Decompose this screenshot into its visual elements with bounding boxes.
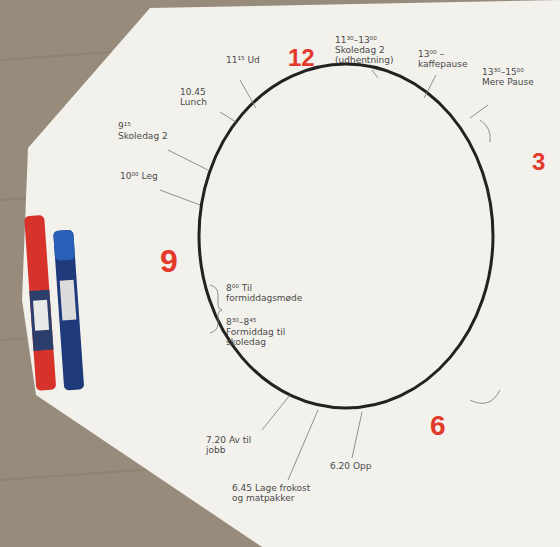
schedule-note: 8³⁰–8⁴⁵ Formiddag til skoledag — [226, 318, 296, 348]
leader-lines — [160, 70, 500, 480]
clock-numeral: 9 — [160, 245, 178, 277]
schedule-note: 10.45 Lunch — [180, 88, 228, 108]
schedule-note: 11³⁰–13⁰⁰ Skoledag 2 (udhentning) — [335, 36, 413, 66]
schedule-note: 13⁰⁰ – kaffepause — [418, 50, 478, 70]
schedule-note: 6.20 Opp — [330, 462, 374, 472]
clock-numeral: 3 — [532, 150, 545, 174]
schedule-note: 8⁰⁰ Til formiddagsmøde — [226, 284, 300, 304]
red-pen — [24, 215, 56, 391]
schedule-note: 6.45 Lage frokost og matpakker — [232, 484, 312, 504]
blue-pen — [53, 230, 84, 391]
schedule-note: 11¹⁵ Ud — [226, 56, 266, 66]
clock-circle — [199, 64, 493, 408]
clock-numeral: 6 — [430, 412, 446, 440]
schedule-note: 10⁰⁰ Leg — [120, 172, 164, 182]
schedule-note: 9¹⁵ Skoledag 2 — [118, 122, 174, 142]
schedule-note: 7.20 Av til jobb — [206, 436, 266, 456]
paper-sheet — [22, 0, 560, 547]
clock-numeral: 12 — [288, 46, 315, 70]
schedule-note: 13³⁰–15⁰⁰ Mere Pause — [482, 68, 546, 88]
